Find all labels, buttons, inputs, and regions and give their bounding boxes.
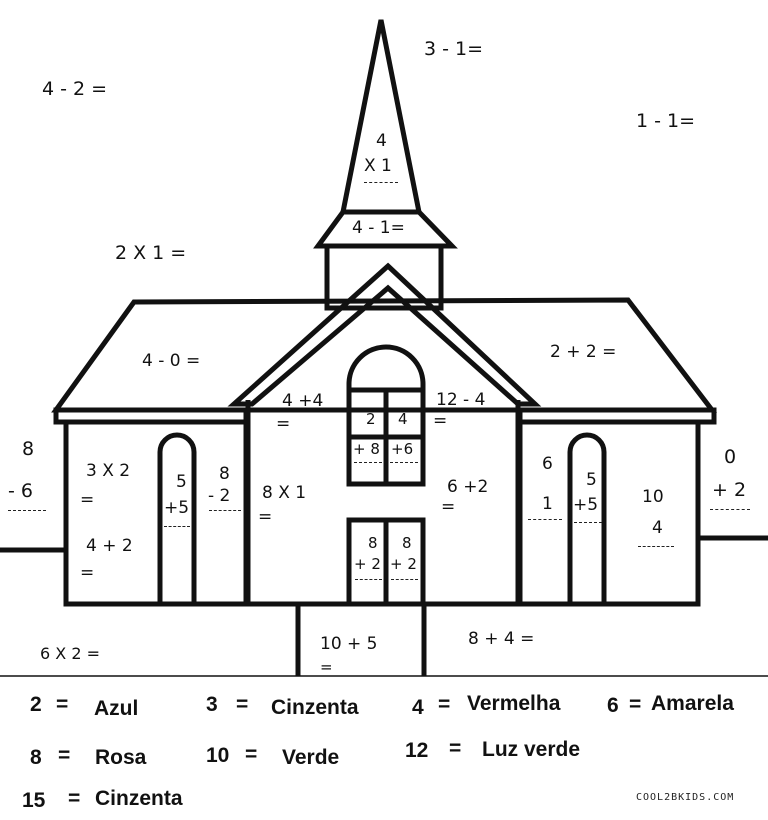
problem-10-plus-5: 10 + 5 [320, 634, 378, 654]
legend-num-3: 3 [206, 693, 218, 716]
problem-10-minus-4-top: 10 [642, 487, 664, 507]
problem-4-plus-4-eq: = [276, 414, 291, 434]
problem-8-times-1: 8 X 1 [262, 483, 307, 503]
window-problem-c: + 8 [353, 440, 380, 458]
right-window-answer-line [574, 522, 602, 523]
right-arched-window [567, 432, 607, 604]
legend-num-10: 10 [206, 744, 230, 767]
window-answer-line-left [354, 462, 382, 463]
problem-6-plus-1-top: 6 [542, 454, 553, 474]
problem-8-minus-6-top: 8 [22, 438, 35, 460]
problem-10-minus-4-bottom: 4 [652, 518, 663, 538]
problem-8-plus-4: 8 + 4 = [468, 629, 535, 649]
door-answer-line-left [355, 579, 382, 580]
tower-eave [313, 209, 458, 249]
problem-10-plus-5-eq: = [320, 658, 333, 676]
gable-frame [227, 262, 542, 407]
problem-8-minus-2-top: 8 [219, 464, 230, 484]
problem-12-minus-4-eq: = [433, 411, 448, 431]
problem-8-minus-2-answer-line [209, 510, 241, 511]
problem-4-plus-2-eq: = [80, 563, 95, 583]
left-outside-answer-line [8, 510, 46, 511]
legend-eq-12: = [449, 737, 462, 760]
legend-color-luz-verde: Luz verde [482, 738, 581, 761]
spire-answer-line [364, 182, 398, 183]
legend-color-cinzenta-3: Cinzenta [271, 696, 359, 719]
problem-2-times-1: 2 X 1 = [115, 242, 187, 264]
door-problem-d: + 2 [390, 555, 417, 573]
left-arched-window [157, 432, 197, 604]
spire-problem-bottom: X 1 [364, 156, 392, 176]
door-answer-line-right [391, 579, 418, 580]
window-problem-b: 4 [398, 410, 408, 428]
right-outside-answer-line [710, 509, 750, 510]
problem-4-minus-0: 4 - 0 = [142, 351, 201, 371]
legend-color-vermelha: Vermelha [467, 692, 561, 715]
legend-num-8: 8 [30, 746, 42, 769]
legend-num-2: 2 [30, 693, 42, 716]
problem-3-times-2: 3 X 2 [86, 461, 131, 481]
left-window-answer-line [164, 526, 190, 527]
problem-0-plus-2-bottom: + 2 [712, 479, 747, 501]
spire [339, 19, 423, 215]
spire-problem-top: 4 [376, 131, 387, 151]
legend-color-amarela: Amarela [651, 692, 734, 715]
legend-eq-4: = [438, 693, 451, 716]
problem-tower: 4 - 1= [352, 218, 405, 238]
legend-eq-2: = [56, 693, 69, 716]
problem-3-times-2-eq: = [80, 490, 95, 510]
site-credit: COOL2BKIDS.COM [636, 792, 735, 803]
legend-num-12: 12 [405, 739, 429, 762]
legend-eq-3: = [236, 693, 249, 716]
legend-eq-8: = [58, 744, 71, 767]
door-problem-c: + 2 [354, 555, 381, 573]
problem-0-plus-2-top: 0 [724, 446, 737, 468]
door-problem-b: 8 [402, 534, 412, 552]
problem-6-plus-2-eq: = [441, 497, 456, 517]
left-window-problem-bottom: +5 [164, 498, 190, 518]
problem-4-minus-2: 4 - 2 = [42, 78, 108, 100]
problem-10-minus-4-answer-line [638, 546, 674, 547]
problem-6-plus-1-answer-line [528, 519, 562, 520]
problem-8-minus-6-bottom: - 6 [8, 480, 33, 502]
right-window-problem-top: 5 [586, 470, 597, 490]
legend-eq-10: = [245, 743, 258, 766]
legend-num-6: 6 [607, 694, 619, 717]
problem-8-times-1-eq: = [258, 507, 273, 527]
problem-2-plus-2: 2 + 2 = [550, 342, 617, 362]
problem-6-plus-2: 6 +2 [447, 477, 489, 497]
right-window-problem-bottom: +5 [573, 495, 599, 515]
legend-color-verde: Verde [282, 746, 340, 769]
legend-color-rosa: Rosa [95, 746, 147, 769]
legend-eq-15: = [68, 787, 81, 810]
problem-6-plus-1-bottom: 1 [542, 494, 553, 514]
legend-num-4: 4 [412, 696, 424, 719]
problem-8-minus-2-bottom: - 2 [208, 486, 231, 506]
window-problem-d: +6 [391, 440, 414, 458]
problem-4-plus-2: 4 + 2 [86, 536, 133, 556]
legend-eq-6: = [629, 693, 642, 716]
window-problem-a: 2 [366, 410, 376, 428]
tower-body [324, 243, 444, 311]
window-answer-line-right [390, 462, 418, 463]
problem-3-minus-1: 3 - 1= [424, 38, 484, 60]
problem-12-minus-4: 12 - 4 [436, 390, 486, 410]
legend-num-15: 15 [22, 789, 46, 812]
left-window-problem-top: 5 [176, 472, 187, 492]
door-problem-a: 8 [368, 534, 378, 552]
legend-color-cinzenta-15: Cinzenta [95, 787, 183, 810]
problem-1-minus-1: 1 - 1= [636, 110, 696, 132]
arched-window [346, 344, 426, 487]
problem-6-times-2: 6 X 2 = [40, 644, 100, 663]
legend-color-azul: Azul [94, 697, 139, 720]
problem-4-plus-4: 4 +4 [282, 391, 324, 411]
